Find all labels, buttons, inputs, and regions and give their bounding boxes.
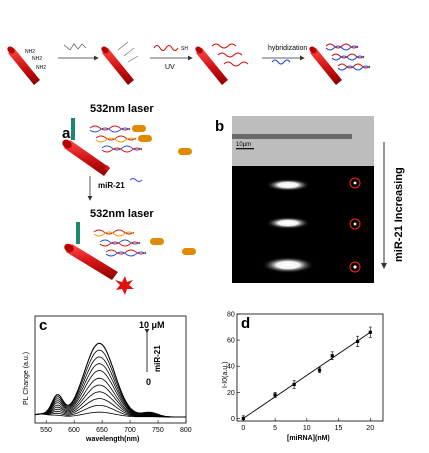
end-marker-icon <box>349 261 361 273</box>
hybridization-label: hybridization <box>268 45 307 52</box>
scale-bar-label: 10μm <box>236 142 251 148</box>
x-tick-label-d: 5 <box>273 425 277 432</box>
end-marker-icon <box>349 177 361 189</box>
y-tick-label-d: 40 <box>227 364 235 371</box>
x-tick-label-c: 750 <box>152 427 164 434</box>
y-axis-label-d: I-I0(a.u.) <box>222 362 229 388</box>
probe-dna-icon <box>153 44 179 52</box>
laser-label-bottom: 532nm laser <box>90 208 154 220</box>
linear-fit-line <box>243 331 371 419</box>
pl-spectra <box>34 342 186 418</box>
x-tick-label-c: 600 <box>68 427 80 434</box>
x-tick-label-d: 15 <box>335 425 343 432</box>
y-tick-label-d: 80 <box>227 312 235 319</box>
laser-beam-icon <box>76 222 80 244</box>
dna-strands-top <box>89 125 192 171</box>
mir21-increasing-label: miR-21 Increasing <box>393 167 405 262</box>
concentration-top-label: 10 μM <box>139 320 165 330</box>
nanowire-rod-2 <box>101 41 139 85</box>
dna-strands-bottom <box>93 229 196 257</box>
x-axis-label-d: [miRNA](nM) <box>287 435 330 442</box>
panel-letter-b: b <box>215 118 224 135</box>
laser-label-top: 532nm laser <box>90 103 154 115</box>
emission-star-icon <box>115 276 134 295</box>
nanowire-rod-4 <box>309 43 371 85</box>
axes-frame-c <box>34 315 187 424</box>
y-tick-label-d: 0 <box>231 416 235 423</box>
nanowire-rod-a-top <box>64 140 110 176</box>
x-tick-label-c: 650 <box>96 427 108 434</box>
quencher-icon <box>138 135 152 142</box>
calibration-plot <box>241 326 372 422</box>
y-tick-label-d: 20 <box>227 390 235 397</box>
target-mirna-icon <box>271 59 291 65</box>
panel-a: a 532nm laser miR-21 532nm laser <box>62 103 196 295</box>
panel-letter-c: c <box>39 317 47 334</box>
data-point <box>330 354 334 358</box>
x-tick-label-d: 10 <box>303 425 311 432</box>
x-axis-ticks-c: 550 600 650 700 750 800 <box>40 420 192 434</box>
data-point <box>368 330 372 334</box>
axes-frame-d <box>236 313 384 422</box>
quencher-icon <box>132 125 146 132</box>
nanowire-rod-a-bottom <box>66 244 118 280</box>
nanowire-rod-1: NH2 NH2 NH2 <box>7 46 46 85</box>
x-tick-label-c: 800 <box>180 427 192 434</box>
pl-spots <box>262 177 361 273</box>
x-tick-label-c: 700 <box>124 427 136 434</box>
thiol-label: SH <box>181 46 188 52</box>
pl-spot <box>262 257 314 273</box>
concentration-arrow-label: miR-21 <box>153 345 162 372</box>
uv-label: UV <box>165 64 175 71</box>
panel-letter-a: a <box>62 125 71 142</box>
quencher-icon <box>150 238 164 245</box>
panel-c: c 550 600 650 700 750 800 wavelength(nm) PL C… <box>23 315 192 443</box>
y-tick-label-d: 60 <box>227 338 235 345</box>
x-tick-label-d: 0 <box>241 425 245 432</box>
mir21-arrow-label: miR-21 <box>98 181 125 190</box>
quencher-icon <box>182 248 196 255</box>
data-point <box>356 339 360 344</box>
scale-bar <box>236 148 254 150</box>
synthesis-scheme: NH2 NH2 NH2 SH UV hybridization <box>7 41 371 85</box>
pl-spot <box>266 217 310 229</box>
linker-icon <box>63 43 87 51</box>
concentration-bottom-label: 0 <box>146 377 151 387</box>
pl-spot <box>266 179 310 191</box>
end-marker-icon <box>349 218 361 230</box>
amine-label: NH2 <box>32 56 42 62</box>
pl-spectrum-line <box>34 342 186 418</box>
data-point <box>273 393 277 397</box>
panel-b: b 10μm miR-21 Increasing <box>215 116 405 283</box>
brightfield-image <box>232 116 374 166</box>
data-point <box>317 368 322 372</box>
axis-ticks-d: 0 5 10 15 20 0 20 40 60 80 <box>227 312 374 433</box>
data-point <box>241 416 245 420</box>
x-tick-label-d: 20 <box>366 425 374 432</box>
laser-beam-icon <box>71 118 75 140</box>
panel-letter-d: d <box>241 315 250 332</box>
x-tick-label-c: 550 <box>40 427 52 434</box>
quencher-icon <box>178 148 192 155</box>
panel-d: d 0 5 10 15 20 0 20 40 60 80 [miRNA](nM) I-I0(a.u… <box>222 312 384 442</box>
y-axis-label-c: PL Change (a.u.) <box>23 352 30 405</box>
amine-label: NH2 <box>36 65 46 71</box>
data-point <box>292 382 296 387</box>
nanowire-rod-3 <box>195 43 249 85</box>
target-mirna-icon <box>129 178 143 182</box>
x-axis-label-c: wavelength(nm) <box>85 436 139 443</box>
amine-label: NH2 <box>25 49 35 55</box>
